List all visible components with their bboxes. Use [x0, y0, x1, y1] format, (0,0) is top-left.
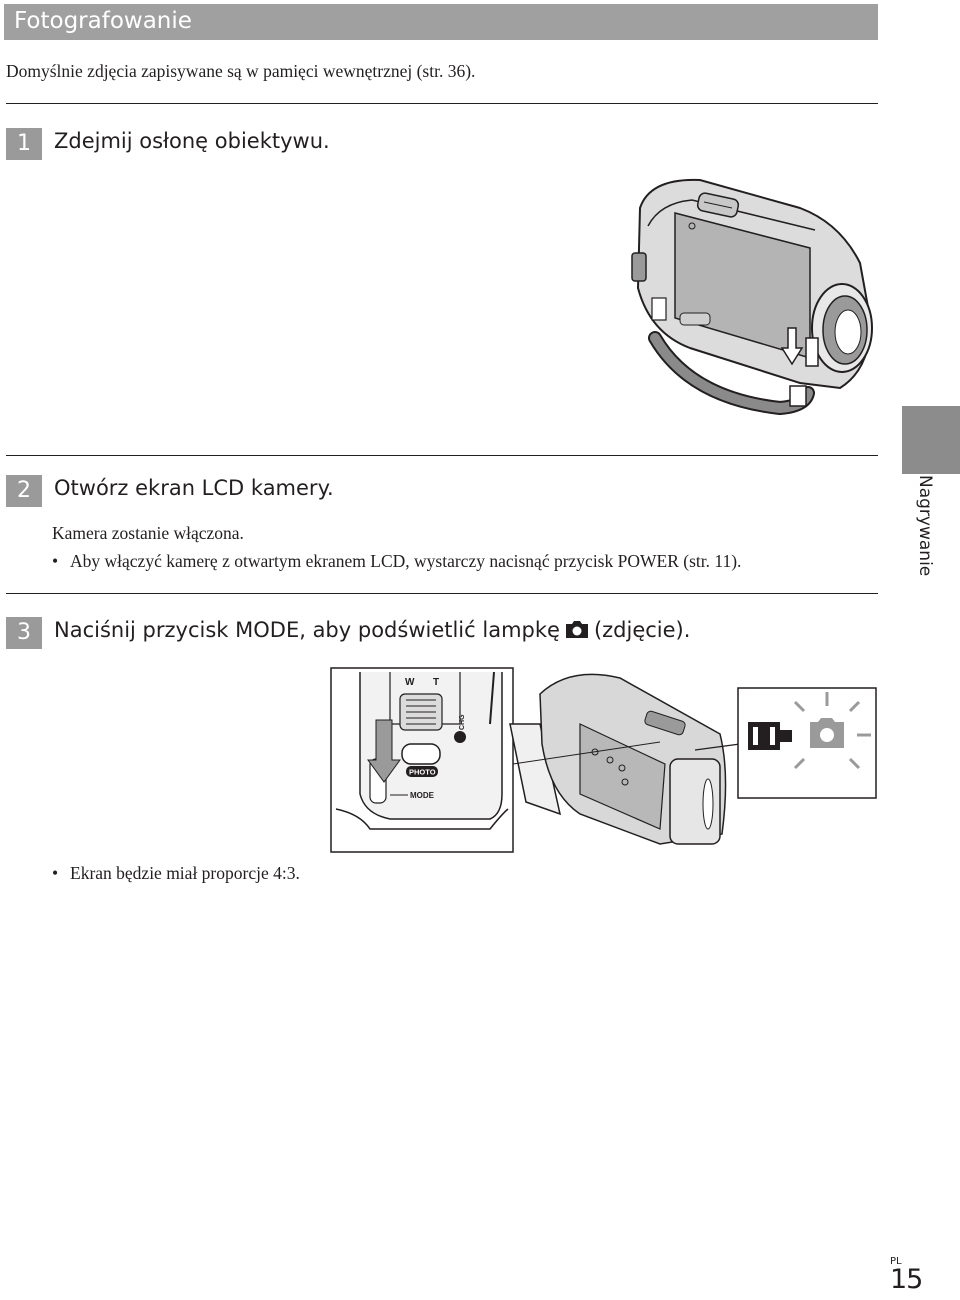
- step-title: Naciśnij przycisk MODE, aby podświetlić …: [54, 618, 690, 644]
- language-code: PL: [890, 1256, 902, 1267]
- side-tab-label: Nagrywanie: [905, 475, 949, 605]
- w-label: W: [405, 677, 415, 688]
- section-title: Fotografowanie: [14, 8, 192, 34]
- step-2-text: Kamera zostanie włączona.: [52, 523, 244, 543]
- camcorder-lens-cover-illustration: [631, 178, 873, 416]
- page-number: PL 15: [890, 1256, 930, 1293]
- step-3-bullet: • Ekran będzie miał proporcje 4:3.: [52, 863, 300, 884]
- mode-label: MODE: [410, 791, 435, 800]
- chg-lamp: [454, 731, 466, 743]
- bullet-dot: •: [52, 863, 59, 883]
- t-label: T: [433, 677, 439, 688]
- divider: [6, 593, 878, 594]
- intro-text: Domyślnie zdjęcia zapisywane są w pamięc…: [6, 61, 476, 81]
- side-tab-marker: [902, 406, 960, 474]
- film-icon: [748, 722, 792, 750]
- step-2-bullet: • Aby włączyć kamerę z otwartym ekranem L…: [52, 551, 741, 572]
- step-number: 3: [6, 617, 42, 649]
- bullet-text: Ekran będzie miał proporcje 4:3.: [70, 863, 300, 883]
- chg-label: CHG: [459, 714, 466, 730]
- divider: [6, 455, 878, 456]
- camera-lamp-icon: [793, 692, 871, 770]
- mode-button-illustration: W T CHG PHOTO MODE: [330, 667, 877, 853]
- bullet-text: Aby włączyć kamerę z otwartym ekranem LC…: [70, 551, 742, 571]
- step-number: 1: [6, 128, 42, 160]
- bullet-dot: •: [52, 551, 59, 571]
- step-title: Zdejmij osłonę obiektywu.: [54, 129, 330, 153]
- divider: [6, 103, 878, 104]
- step-title: Otwórz ekran LCD kamery.: [54, 476, 334, 500]
- camera-icon: [564, 619, 590, 644]
- step-title-after: (zdjęcie).: [593, 618, 691, 642]
- page-number-value: 15: [890, 1264, 923, 1295]
- photo-label: PHOTO: [409, 768, 436, 777]
- side-tab-text: Nagrywanie: [915, 475, 935, 577]
- photo-button: [401, 743, 441, 765]
- down-arrow-icon: [367, 719, 401, 783]
- step-title-before: Naciśnij przycisk MODE, aby podświetlić …: [54, 618, 560, 642]
- step-number: 2: [6, 475, 42, 507]
- section-header: Fotografowanie: [4, 4, 878, 40]
